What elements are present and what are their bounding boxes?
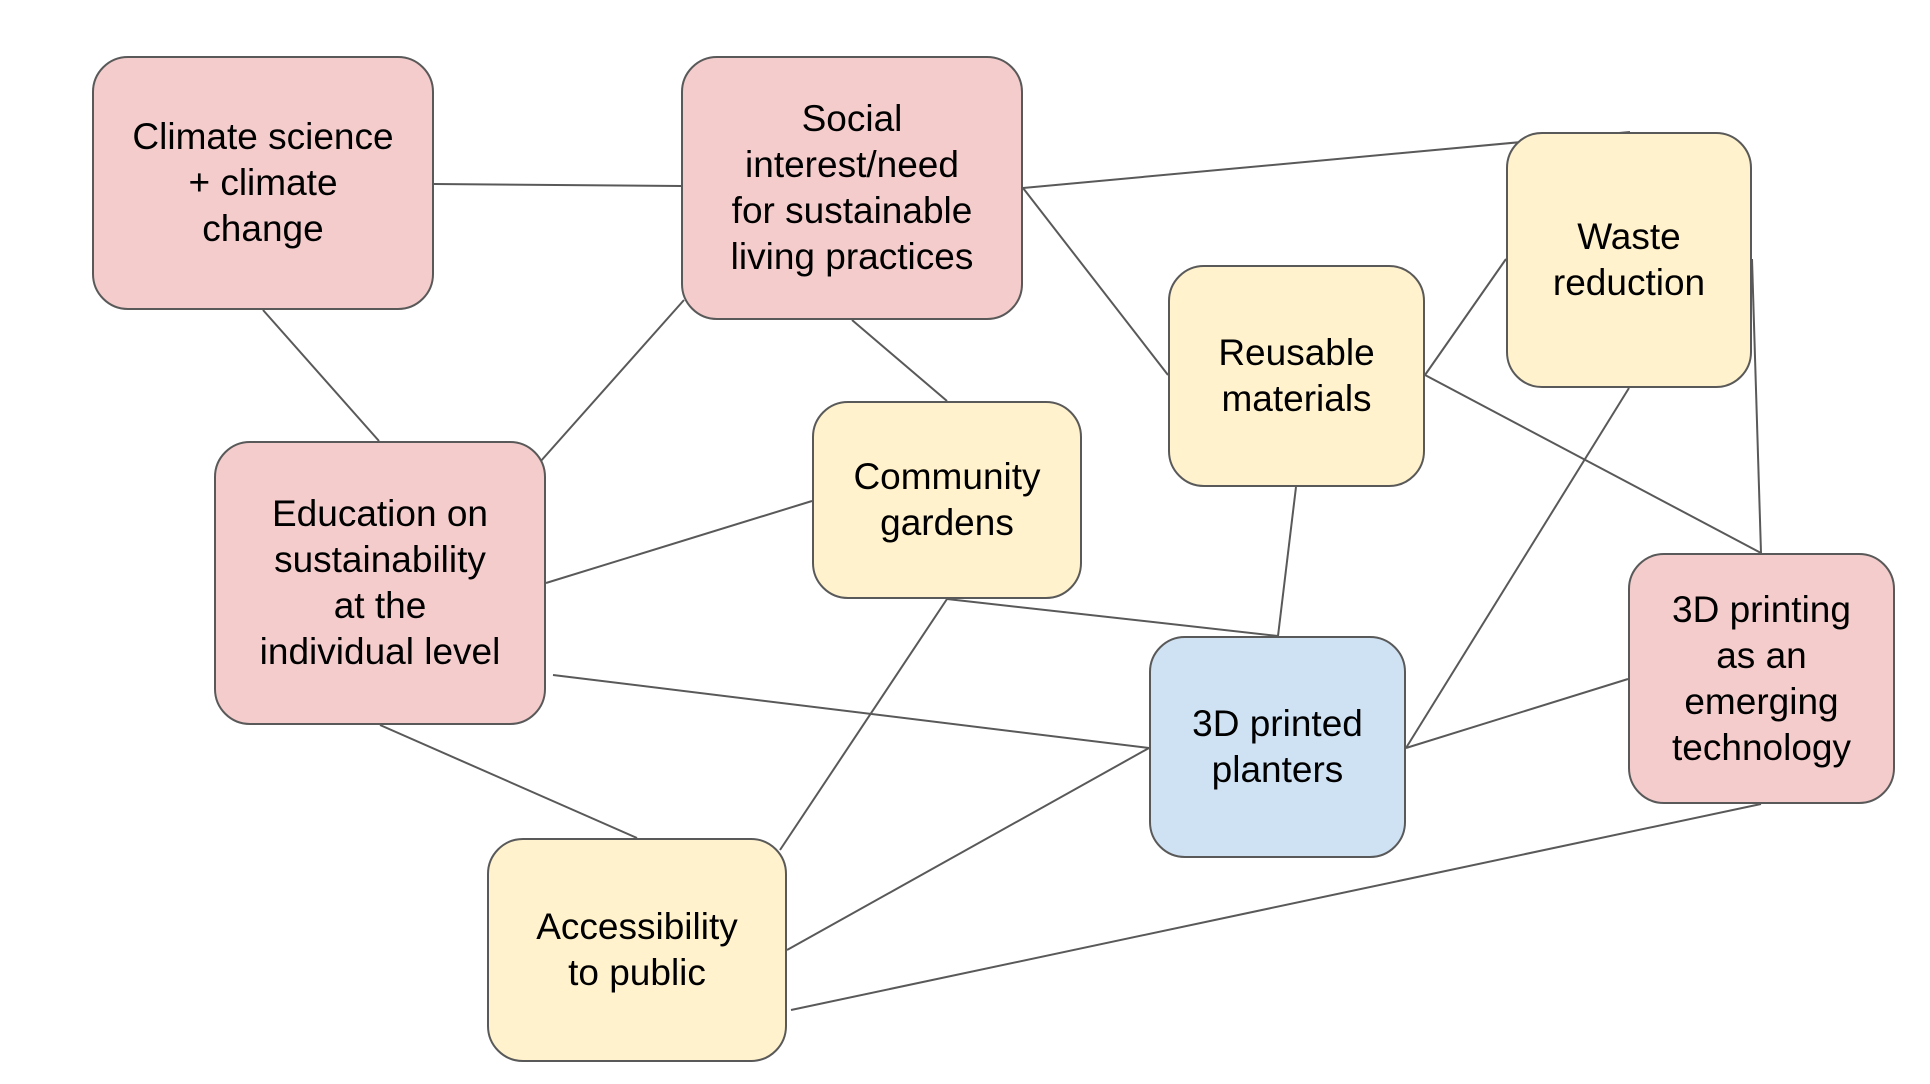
edge-social-interest-to-community-gardens (851, 319, 948, 402)
node-3d-printed-planters: 3D printed planters (1149, 636, 1406, 858)
node-education: Education on sustainability at the indiv… (214, 441, 546, 725)
edge-waste-reduction-to-3d-printed-planters (1405, 387, 1630, 749)
edge-reusable-materials-to-3d-printing-tech (1424, 374, 1762, 554)
edge-climate-science-to-social-interest (433, 183, 682, 187)
node-label: Accessibility to public (536, 906, 738, 993)
node-label: Climate science + climate change (132, 116, 394, 249)
node-social-interest: Social interest/need for sustainable liv… (681, 56, 1023, 320)
node-reusable-materials: Reusable materials (1168, 265, 1425, 487)
node-label: Community gardens (853, 456, 1041, 543)
node-label: Waste reduction (1552, 216, 1706, 303)
edge-education-to-accessibility (379, 724, 638, 839)
edge-waste-reduction-to-3d-printing-tech (1751, 258, 1762, 554)
node-climate-science: Climate science + climate change (92, 56, 434, 310)
edge-education-to-3d-printed-planters (552, 674, 1150, 749)
edge-3d-printing-tech-to-accessibility (790, 803, 1762, 1011)
edge-reusable-materials-to-waste-reduction (1424, 258, 1507, 376)
node-community-gardens: Community gardens (812, 401, 1082, 599)
edge-reusable-materials-to-3d-printed-planters (1277, 486, 1297, 637)
edge-3d-printing-tech-to-3d-printed-planters (1405, 678, 1629, 749)
edge-education-to-community-gardens (545, 500, 813, 584)
node-label: 3D printing as an emerging technology (1672, 588, 1851, 768)
node-label: Education on sustainability at the indiv… (259, 493, 501, 672)
edge-social-interest-to-education (539, 299, 685, 463)
node-3d-printing-tech: 3D printing as an emerging technology (1628, 553, 1895, 804)
node-label: Reusable materials (1218, 332, 1375, 419)
edge-community-gardens-to-accessibility (779, 598, 948, 851)
edge-community-gardens-to-3d-printed-planters (946, 598, 1279, 637)
node-accessibility: Accessibility to public (487, 838, 787, 1062)
node-label: 3D printed planters (1192, 703, 1363, 790)
node-label: Social interest/need for sustainable liv… (730, 98, 974, 277)
edge-social-interest-to-reusable-materials (1022, 187, 1169, 376)
edge-accessibility-to-3d-printed-planters (786, 747, 1150, 951)
node-waste-reduction: Waste reduction (1506, 132, 1752, 388)
edge-climate-science-to-education (262, 309, 380, 442)
